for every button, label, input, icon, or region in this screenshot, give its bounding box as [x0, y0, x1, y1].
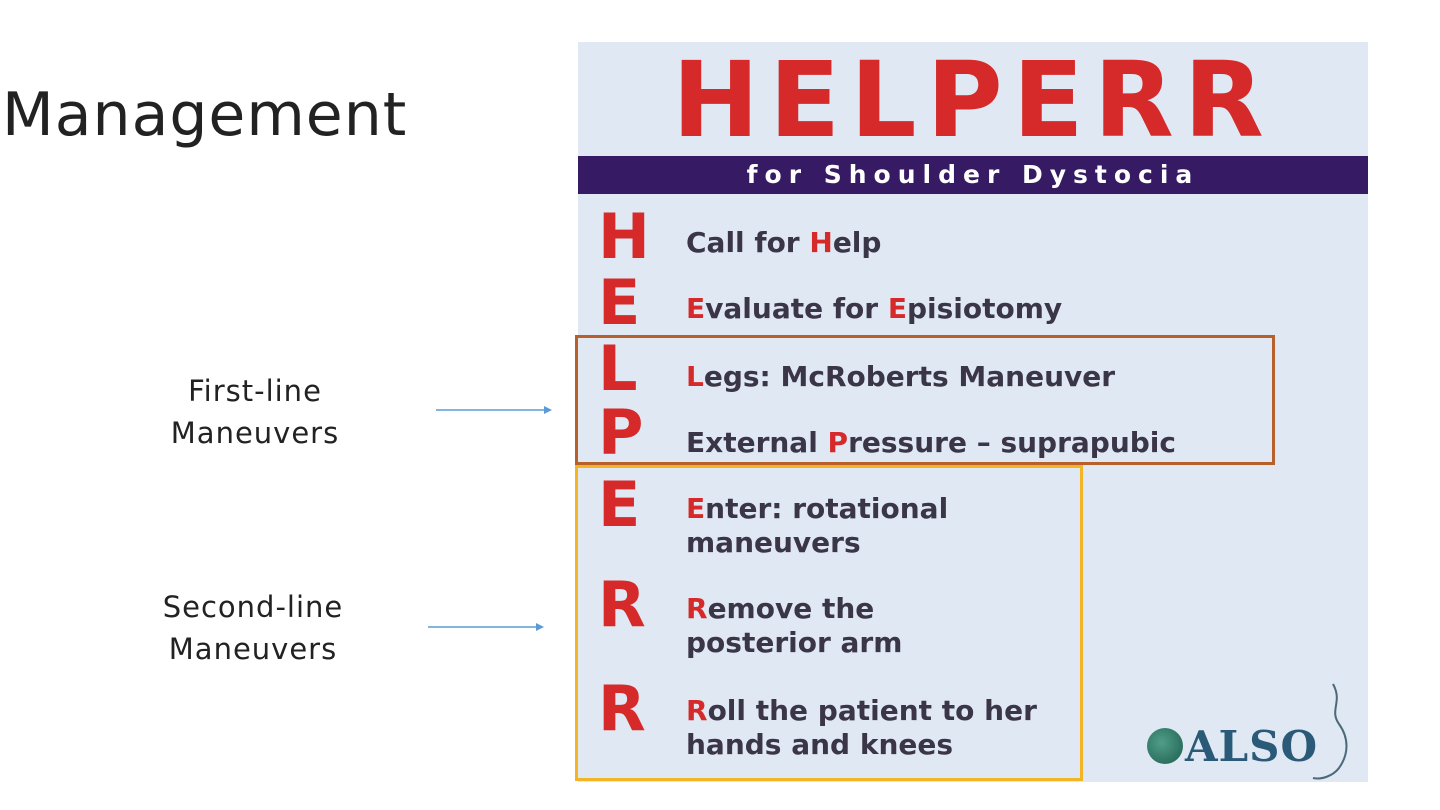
step-text: Legs: McRoberts Maneuver: [686, 360, 1115, 394]
step-letter: R: [598, 672, 646, 745]
globe-icon: [1147, 728, 1183, 764]
step-text: External Pressure – suprapubic: [686, 426, 1176, 460]
step-text-part: emove the: [707, 592, 875, 625]
logo-text: ALSO: [1185, 722, 1319, 771]
step-text-line2: maneuvers: [686, 526, 861, 559]
step-text: Remove the posterior arm: [686, 592, 902, 660]
step-text-line1: Roll the patient to her: [686, 694, 1037, 728]
also-logo: ALSO: [1143, 682, 1363, 782]
first-line-arrow-icon: [436, 406, 552, 414]
second-line-box: [575, 465, 1083, 781]
step-text: Call for Help: [686, 226, 881, 260]
step-text-highlight: E: [686, 492, 706, 525]
step-text-line1: Enter: rotational: [686, 492, 948, 526]
second-line-label-line1: Second-line: [162, 590, 344, 624]
swirl-icon: [1312, 683, 1348, 780]
step-text: Roll the patient to her hands and knees: [686, 694, 1037, 762]
step-text-part: ressure – suprapubic: [848, 426, 1176, 459]
step-letter: H: [598, 200, 650, 273]
card-subtitle: for Shoulder Dystocia: [746, 160, 1200, 189]
step-text-part: elp: [832, 226, 882, 259]
first-line-label-line1: First-line: [188, 374, 322, 408]
step-text-highlight: E: [686, 292, 706, 325]
step-text-part: External: [686, 426, 828, 459]
step-text-highlight: R: [686, 694, 708, 727]
step-text: Enter: rotational maneuvers: [686, 492, 948, 560]
step-letter: R: [598, 568, 646, 641]
step-text-line1: Remove the: [686, 592, 902, 626]
step-text-part: valuate for: [705, 292, 888, 325]
card-title: HELPERR: [672, 39, 1274, 161]
step-text-highlight: E: [887, 292, 907, 325]
second-line-label: Second-line Maneuvers: [118, 586, 388, 670]
subtitle-band: for Shoulder Dystocia: [578, 156, 1368, 194]
first-line-label: First-line Maneuvers: [120, 370, 390, 454]
step-text-part: Call for: [686, 226, 810, 259]
step-letter: E: [598, 468, 641, 541]
second-line-arrow-icon: [428, 623, 544, 631]
second-line-label-line2: Maneuvers: [168, 632, 338, 666]
first-line-label-line2: Maneuvers: [170, 416, 340, 450]
step-text-highlight: L: [686, 360, 704, 393]
step-text-line2: posterior arm: [686, 626, 903, 659]
step-text-part: pisiotomy: [906, 292, 1063, 325]
step-text-highlight: H: [809, 226, 833, 259]
step-letter: E: [598, 266, 641, 339]
step-text-part: egs: McRoberts Maneuver: [703, 360, 1116, 393]
step-text: Evaluate for Episiotomy: [686, 292, 1062, 326]
first-line-box: [575, 335, 1275, 465]
step-text-line2: hands and knees: [686, 728, 954, 761]
step-text-part: nter: rotational: [705, 492, 949, 525]
step-letter: L: [598, 332, 638, 405]
step-text-highlight: P: [827, 426, 849, 459]
slide-title: Management: [2, 80, 408, 150]
helperr-card: HELPERR for Shoulder Dystocia H Call for…: [578, 42, 1368, 782]
step-letter: P: [598, 396, 644, 469]
step-text-highlight: R: [686, 592, 708, 625]
step-text-part: oll the patient to her: [707, 694, 1037, 727]
